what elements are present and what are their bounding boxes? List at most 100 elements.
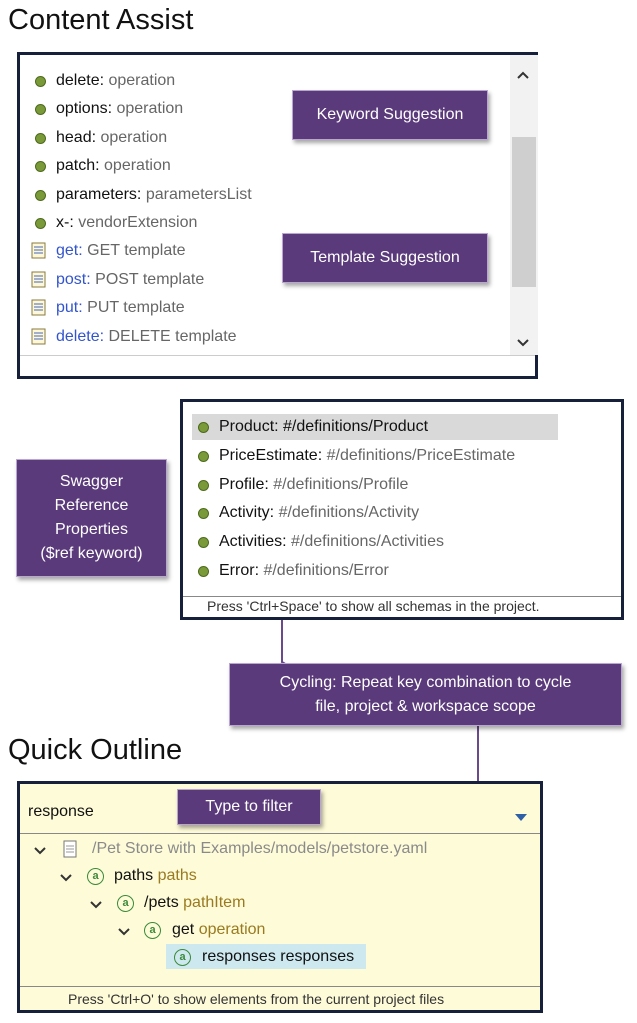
node-name: /pets xyxy=(144,894,179,911)
expand-chevron-icon[interactable] xyxy=(34,844,46,859)
green-dot-icon xyxy=(35,104,46,116)
swagger-reference-callout: Swagger Reference Properties ($ref keywo… xyxy=(16,459,167,577)
reference-text: Profile: #/definitions/Profile xyxy=(219,472,408,498)
expand-chevron-icon[interactable] xyxy=(118,925,130,940)
outline-node[interactable]: /pets pathItem xyxy=(144,892,245,914)
swagger-callout-line: Swagger xyxy=(59,473,124,490)
keyword-suggestion-item[interactable]: head: operation xyxy=(30,125,500,151)
separator: : xyxy=(274,418,284,435)
node-a-icon: a xyxy=(144,922,161,939)
green-dot-icon xyxy=(35,189,46,201)
reference-item[interactable]: Activity: #/definitions/Activity xyxy=(192,500,558,526)
node-type: paths xyxy=(157,867,197,884)
triangle-down-icon[interactable] xyxy=(514,809,528,827)
reference-text: Activity: #/definitions/Activity xyxy=(219,500,419,526)
suggestion-name: post xyxy=(56,270,87,288)
reference-item[interactable]: Activities: #/definitions/Activities xyxy=(192,529,558,555)
template-suggestion-item[interactable]: delete: DELETE template xyxy=(30,324,500,350)
cycling-callout-line: file, project & workspace scope xyxy=(315,697,536,715)
suggestion-type: vendorExtension xyxy=(78,214,198,231)
keyword-suggestion-item[interactable]: delete: operation xyxy=(30,68,500,94)
green-dot-icon xyxy=(198,508,209,520)
reference-item[interactable]: Error: #/definitions/Error xyxy=(192,558,558,584)
suggestion-name: parameters xyxy=(56,185,137,203)
suggestion-name: delete xyxy=(56,327,100,345)
suggestion-text: get: GET template xyxy=(56,238,186,264)
outline-node-selected[interactable]: responses responses xyxy=(202,946,354,968)
outline-node[interactable]: paths paths xyxy=(114,865,197,887)
separator: : xyxy=(282,533,292,551)
green-dot-icon xyxy=(198,450,209,462)
keyword-suggestion-item[interactable]: x-: vendorExtension xyxy=(30,210,500,236)
outline-node[interactable]: get operation xyxy=(172,919,265,941)
keyword-suggestion-item[interactable]: patch: operation xyxy=(30,153,500,179)
reference-item[interactable]: Product: #/definitions/Product xyxy=(192,414,558,440)
node-name: get xyxy=(172,921,195,938)
keyword-suggestion-item[interactable]: parameters: parametersList xyxy=(30,182,500,208)
template-icon xyxy=(31,271,46,288)
node-a-icon: a xyxy=(174,949,191,966)
chevron-up-icon[interactable] xyxy=(516,67,530,83)
separator: : xyxy=(91,128,101,146)
suggestion-text: post: POST template xyxy=(56,267,204,293)
suggestion-type: PUT template xyxy=(87,299,185,317)
reference-text: PriceEstimate: #/definitions/PriceEstima… xyxy=(219,443,515,469)
separator: : xyxy=(107,100,117,118)
reference-text: Error: #/definitions/Error xyxy=(219,558,389,584)
reference-name: PriceEstimate xyxy=(219,446,318,464)
node-type: pathItem xyxy=(183,894,246,911)
cycling-connector-up xyxy=(281,620,293,669)
reference-name: Profile xyxy=(219,475,265,493)
cycling-callout: Cycling: Repeat key combination to cycle… xyxy=(229,663,622,726)
template-suggestion-item[interactable]: put: PUT template xyxy=(30,295,500,321)
keyword-suggestion-callout: Keyword Suggestion xyxy=(292,90,488,140)
green-dot-icon xyxy=(198,537,209,549)
expand-chevron-icon[interactable] xyxy=(90,898,102,913)
content-assist-title: Content Assist xyxy=(8,4,194,36)
separator: : xyxy=(254,562,264,579)
reference-item[interactable]: Profile: #/definitions/Profile xyxy=(192,472,558,498)
chevron-down-icon[interactable] xyxy=(516,335,530,353)
filter-input[interactable]: response xyxy=(28,803,94,820)
scrollbar-thumb[interactable] xyxy=(512,137,536,287)
content-assist-divider xyxy=(20,355,535,356)
outline-node-highlight xyxy=(166,944,366,969)
reference-path: #/definitions/Activity xyxy=(278,504,420,522)
template-suggestion-item[interactable]: post: POST template xyxy=(30,267,500,293)
green-dot-icon xyxy=(35,161,46,173)
keyword-suggestion-item[interactable]: options: operation xyxy=(30,96,500,122)
reference-path: #/definitions/PriceEstimate xyxy=(326,446,516,464)
expand-chevron-icon[interactable] xyxy=(60,871,72,886)
suggestion-text: delete: DELETE template xyxy=(56,324,237,350)
separator: : xyxy=(95,157,105,175)
suggestion-name: x- xyxy=(56,214,70,231)
reference-divider xyxy=(183,596,621,597)
node-a-icon: a xyxy=(117,895,134,912)
node-name: responses xyxy=(202,948,276,965)
swagger-callout-line: Reference xyxy=(54,497,129,514)
suggestion-name: head xyxy=(56,128,92,146)
reference-item[interactable]: PriceEstimate: #/definitions/PriceEstima… xyxy=(192,443,558,469)
outline-file-path[interactable]: /Pet Store with Examples/models/petstore… xyxy=(92,840,428,857)
outline-filter-divider xyxy=(20,833,540,834)
reference-name: Activity xyxy=(219,504,270,522)
suggestion-type: DELETE template xyxy=(108,327,237,345)
swagger-callout-line: Properties xyxy=(55,521,128,538)
content-assist-scrollbar[interactable] xyxy=(510,55,538,355)
suggestion-text: put: PUT template xyxy=(56,295,185,321)
green-dot-icon xyxy=(198,422,209,433)
outline-status-divider xyxy=(20,986,540,987)
separator: : xyxy=(78,299,88,317)
reference-text: Activities: #/definitions/Activities xyxy=(219,529,444,555)
reference-path: #/definitions/Error xyxy=(263,562,389,579)
suggestion-name: options xyxy=(56,100,108,118)
suggestion-text: parameters: parametersList xyxy=(56,182,252,208)
suggestion-name: get xyxy=(56,242,79,260)
separator: : xyxy=(78,242,88,260)
template-suggestion-item[interactable]: get: GET template xyxy=(30,238,500,264)
reference-path: #/definitions/Product xyxy=(283,418,429,435)
green-dot-icon xyxy=(35,76,46,87)
